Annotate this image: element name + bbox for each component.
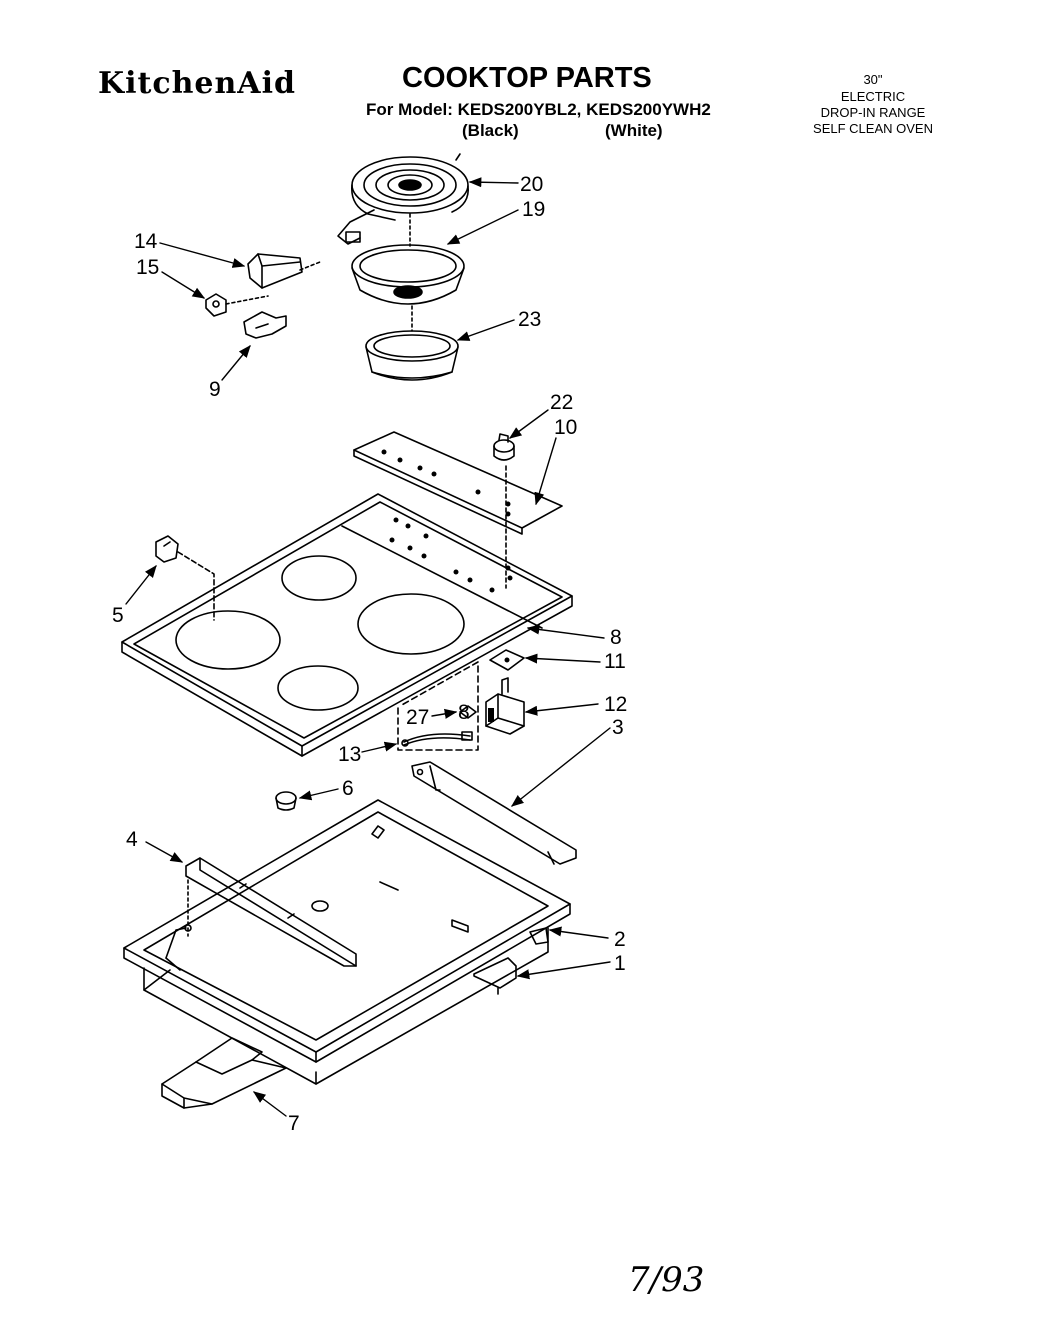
variant-white-label: (White) [605,121,663,140]
callout-13: 13 [338,743,361,766]
support-rail [165,857,357,971]
wire-harness-group [397,661,479,751]
product-line-1: ELECTRIC [840,89,906,104]
bottom-brace [473,957,517,995]
callout-7: 7 [288,1112,300,1135]
model-line: For Model: KEDS200YBL2, KEDS200YWH2 [366,100,711,119]
knob [493,433,515,461]
side-trim [411,761,577,865]
grommet [275,791,297,811]
cooktop-main-top [121,493,573,757]
callout-11: 11 [604,650,626,673]
callout-14: 14 [134,230,158,253]
callout-8b: 8 [458,701,470,724]
callout-19: 19 [522,198,545,221]
brand-logo: KitchenAid [98,66,296,101]
callout-27: 27 [406,706,429,729]
callout-20: 20 [520,173,543,196]
callout-5: 5 [112,604,124,627]
callout-23: 23 [518,308,541,331]
page-title: COOKTOP PARTS [402,62,652,94]
product-line-3: SELF CLEAN OVEN [813,121,933,136]
infinite-switch [485,677,525,735]
burner-box [123,799,571,1085]
handwritten-date: 7/93 [628,1260,705,1300]
clip [155,535,215,621]
callout-12: 12 [604,693,627,716]
callout-10: 10 [554,416,577,439]
callout-4: 4 [126,828,138,851]
callout-15: 15 [136,256,159,279]
callout-1: 1 [614,952,626,975]
callout-6: 6 [342,777,354,800]
control-panel [353,431,563,535]
product-size: 30" [863,72,883,87]
callout-9: 9 [209,378,221,401]
product-line-2: DROP-IN RANGE [820,105,926,120]
drip-bowl [351,244,465,305]
callout-8: 8 [610,626,622,649]
callout-3: 3 [612,716,624,739]
trim-ring [365,305,459,381]
leader-lines [125,177,611,1117]
surface-element-coil [337,153,469,245]
variant-black-label: (Black) [462,121,519,140]
callout-2: 2 [614,928,626,951]
callout-22: 22 [550,391,573,414]
receptacle-parts [205,253,321,339]
bracket [489,649,525,671]
lower-bracket [161,1037,287,1109]
